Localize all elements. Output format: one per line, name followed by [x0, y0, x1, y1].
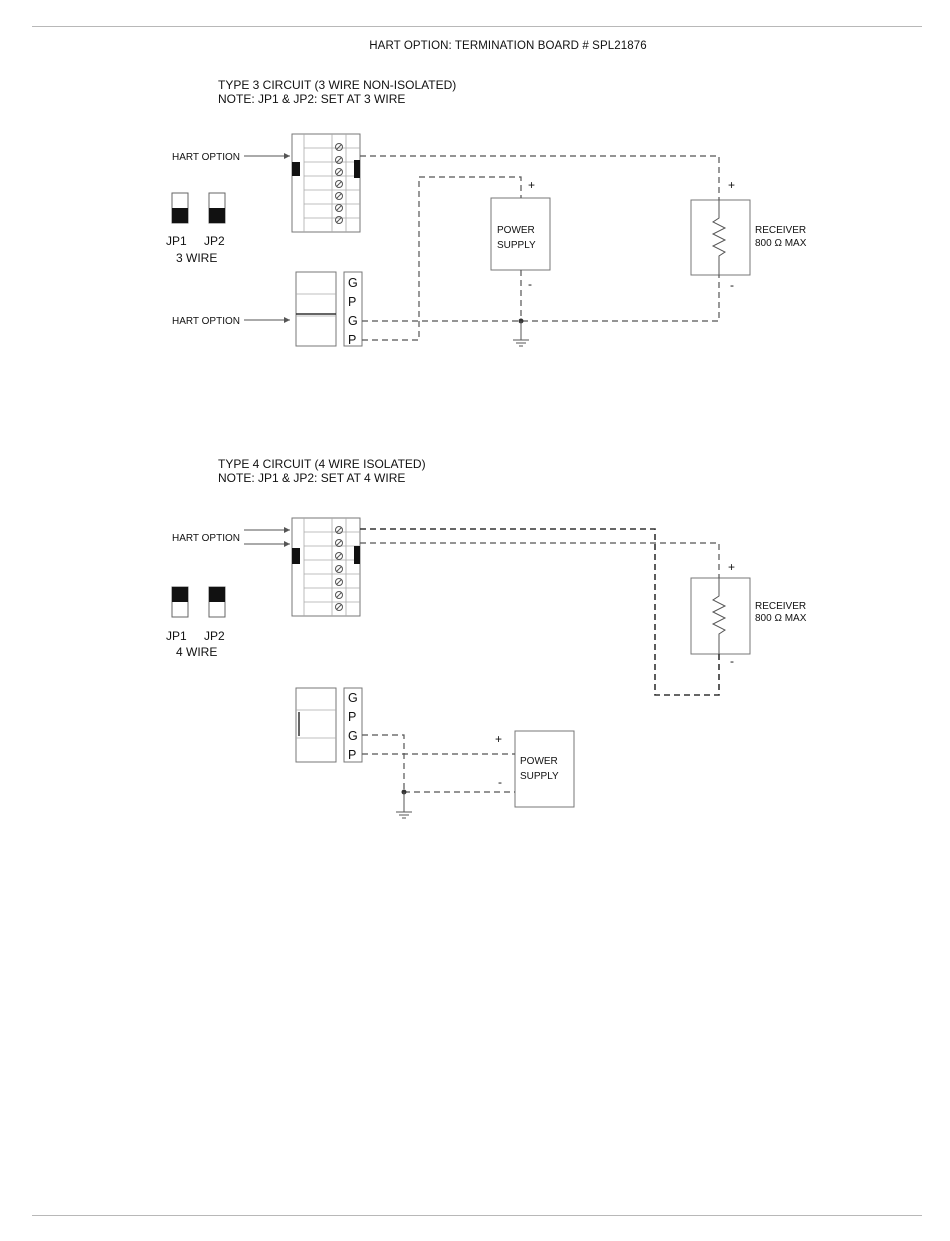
- type4-wire-signal-to-receiver: [360, 542, 720, 578]
- type4-jp1-label: JP1: [166, 629, 187, 643]
- type3-wire-p-to-ps-plus: [362, 176, 522, 341]
- type4-rx-minus: -: [730, 654, 734, 668]
- type4-ps-minus: -: [498, 775, 502, 789]
- type3-wire-signal-to-receiver: [360, 155, 720, 200]
- type4-terminal-p2: P: [348, 748, 356, 762]
- type3-ps-plus: +: [528, 178, 535, 192]
- top-rule: [32, 26, 922, 27]
- type3-hart-option-label-2: HART OPTION: [172, 316, 240, 327]
- type3-terminal-g2: G: [348, 314, 358, 328]
- type3-receiver-line1: RECEIVER: [755, 225, 806, 236]
- type4-rx-plus: +: [728, 560, 735, 574]
- type4-heading-line2: NOTE: JP1 & JP2: SET AT 4 WIRE: [218, 471, 406, 485]
- type4-block-marker-right: [354, 546, 360, 564]
- type3-heading: TYPE 3 CIRCUIT (3 WIRE NON-ISOLATED) NOT…: [218, 78, 456, 106]
- type3-jp2-label: JP2: [204, 234, 225, 248]
- type3-wire-g-to-receiver: [362, 275, 720, 322]
- type3-wire-label: 3 WIRE: [176, 251, 217, 265]
- type4-hart-option-label: HART OPTION: [172, 533, 240, 544]
- type3-upper-block-outline: [291, 133, 361, 233]
- type4-terminal-g2: G: [348, 729, 358, 743]
- ground-icon: [513, 321, 529, 347]
- type4-power-supply: [514, 730, 575, 808]
- type4-wire-g-to-ground: [362, 734, 405, 792]
- type4-lower-block-outline: [295, 687, 337, 763]
- type4-heading-line1: TYPE 4 CIRCUIT (4 WIRE ISOLATED): [218, 457, 426, 471]
- type3-heading-line2: NOTE: JP1 & JP2: SET AT 3 WIRE: [218, 92, 406, 106]
- type4-ps-plus: +: [495, 732, 502, 746]
- type4-jp2-label: JP2: [204, 629, 225, 643]
- type3-power-supply: [490, 197, 551, 271]
- type3-lower-block-outline: [295, 271, 337, 347]
- type3-receiver-resistor: [711, 200, 727, 275]
- type4-receiver-resistor: [711, 578, 727, 654]
- type3-rx-plus: +: [728, 178, 735, 192]
- type4-wire-label: 4 WIRE: [176, 645, 217, 659]
- type4-jumpers: JP1 JP2 4 WIRE: [166, 586, 226, 659]
- type4-screw-column: [335, 526, 343, 611]
- type4-heading: TYPE 4 CIRCUIT (4 WIRE ISOLATED) NOTE: J…: [218, 457, 426, 485]
- type4-upper-terminal-block: [291, 517, 361, 617]
- type4-power-supply-line2: SUPPLY: [520, 771, 559, 782]
- type4-circuit: HART OPTION: [166, 517, 807, 819]
- type3-jumpers: JP1 JP2 3 WIRE: [166, 192, 226, 265]
- type3-lower-terminal-block: G P G P: [295, 271, 363, 347]
- type4-upper-block-outline: [291, 517, 361, 617]
- type3-upper-terminal-block: [291, 133, 361, 233]
- type4-lower-terminal-block: G P G P: [295, 687, 363, 763]
- type3-heading-line1: TYPE 3 CIRCUIT (3 WIRE NON-ISOLATED): [218, 78, 457, 92]
- type4-receiver-line2: 800 Ω MAX: [755, 613, 807, 624]
- type3-ps-minus: -: [528, 277, 532, 291]
- type3-block-marker: [292, 162, 300, 176]
- bottom-rule: [32, 1215, 922, 1216]
- type4-receiver-line1: RECEIVER: [755, 601, 806, 612]
- type3-terminal-p2: P: [348, 333, 356, 347]
- type3-jp1-label: JP1: [166, 234, 187, 248]
- type4-block-marker: [292, 548, 300, 564]
- type3-block-marker-right: [354, 160, 360, 178]
- type4-wire-loop-return: [360, 528, 720, 696]
- type3-terminal-p1: P: [348, 295, 356, 309]
- type3-rx-minus: -: [730, 278, 734, 292]
- type4-terminal-p1: P: [348, 710, 356, 724]
- type3-circuit: HART OPTION HART OPTION: [166, 133, 807, 347]
- type3-hart-option-label-1: HART OPTION: [172, 152, 240, 163]
- type3-power-supply-line1: POWER: [497, 225, 535, 236]
- type3-screw-column: [335, 143, 343, 224]
- type3-terminal-g1: G: [348, 276, 358, 290]
- ground-icon: [396, 792, 412, 819]
- type4-power-supply-line1: POWER: [520, 756, 558, 767]
- type4-terminal-g1: G: [348, 691, 358, 705]
- type3-power-supply-line2: SUPPLY: [497, 240, 536, 251]
- type3-receiver-line2: 800 Ω MAX: [755, 238, 807, 249]
- page-title: HART OPTION: TERMINATION BOARD # SPL2187…: [369, 40, 647, 52]
